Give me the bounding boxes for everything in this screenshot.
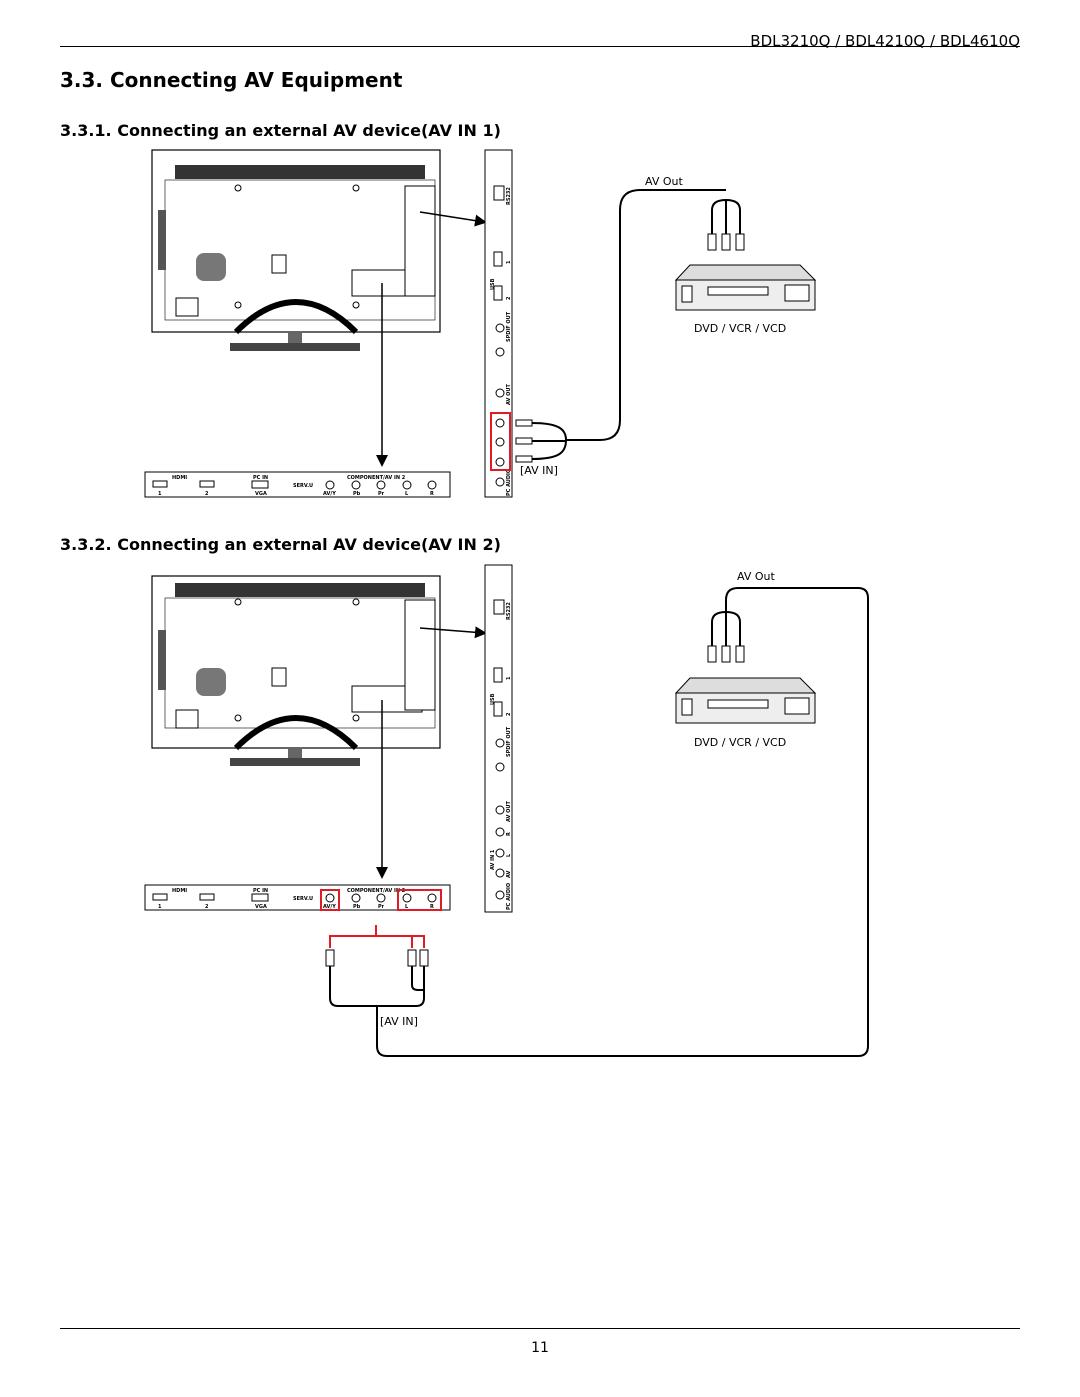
svg-text:COMPONENT/AV IN 2: COMPONENT/AV IN 2 <box>347 475 406 481</box>
svg-text:2: 2 <box>506 296 512 300</box>
svg-text:PC IN: PC IN <box>253 475 268 481</box>
bottom-connector-panel: HDMI 1 2 PC IN VGA SERV.U COMPONENT/AV I… <box>144 471 451 498</box>
svg-text:VGA: VGA <box>255 491 267 497</box>
tv-back-panel <box>151 149 441 351</box>
svg-text:AV IN 1: AV IN 1 <box>490 849 496 870</box>
dvd-player <box>674 264 817 311</box>
svg-text:PC AUDIO: PC AUDIO <box>506 469 512 496</box>
svg-text:R: R <box>430 491 434 497</box>
svg-text:R: R <box>430 904 434 910</box>
svg-text:AV OUT: AV OUT <box>506 801 512 822</box>
diagram-av-in-2: HDMI 1 2 PC IN VGA SERV.U COMPONENT/AV I… <box>144 564 869 1057</box>
svg-text:SPDIF OUT: SPDIF OUT <box>506 726 512 757</box>
device-label: DVD / VCR / VCD <box>694 736 786 749</box>
svg-text:Pr: Pr <box>378 491 385 497</box>
footer-rule <box>60 1328 1020 1329</box>
svg-text:VGA: VGA <box>255 904 267 910</box>
side-connector-panel: RS232 USB 1 2 SPDIF OUT AV OUT PC AUDIO <box>484 149 513 498</box>
svg-text:USB: USB <box>490 693 496 705</box>
svg-text:HDMI: HDMI <box>172 888 187 894</box>
svg-text:2: 2 <box>506 712 512 716</box>
tv-back-panel <box>151 575 441 766</box>
header-model-list: BDL3210Q / BDL4210Q / BDL4610Q <box>750 32 1020 50</box>
av-in-label: [AV IN] <box>380 1015 418 1028</box>
svg-text:AV/Y: AV/Y <box>323 491 336 497</box>
subsection-title-av-in-2: 3.3.2. Connecting an external AV device(… <box>60 535 501 554</box>
svg-text:COMPONENT/AV IN 2: COMPONENT/AV IN 2 <box>347 888 406 894</box>
svg-text:SERV.U: SERV.U <box>293 483 313 489</box>
svg-text:Pr: Pr <box>378 904 385 910</box>
svg-text:AV OUT: AV OUT <box>506 384 512 405</box>
device-label: DVD / VCR / VCD <box>694 322 786 335</box>
audio-lr-highlight <box>397 889 442 911</box>
rca-plugs-dvd <box>700 189 745 251</box>
svg-text:Pb: Pb <box>353 491 361 497</box>
svg-text:PC AUDIO: PC AUDIO <box>506 883 512 910</box>
rca-cable-av-in-2 <box>325 587 869 1057</box>
svg-text:AV: AV <box>506 870 512 878</box>
svg-text:RS232: RS232 <box>506 602 512 620</box>
av-y-highlight <box>320 889 340 911</box>
svg-text:L: L <box>405 904 409 910</box>
svg-text:2: 2 <box>205 491 209 497</box>
page-number: 11 <box>531 1340 549 1356</box>
av-out-label: AV Out <box>645 175 683 188</box>
svg-text:RS232: RS232 <box>506 187 512 205</box>
bottom-connector-panel: HDMI 1 2 PC IN VGA SERV.U COMPONENT/AV I… <box>144 884 451 911</box>
side-connector-panel: RS232 USB 1 2 SPDIF OUT AV OUT AV IN 1 R… <box>484 564 513 913</box>
svg-text:1: 1 <box>158 904 162 910</box>
svg-text:R: R <box>506 832 512 836</box>
section-title: 3.3. Connecting AV Equipment <box>60 68 403 92</box>
svg-text:SERV.U: SERV.U <box>293 896 313 902</box>
svg-text:Pb: Pb <box>353 904 361 910</box>
svg-text:SPDIF OUT: SPDIF OUT <box>506 311 512 342</box>
av-in-label: [AV IN] <box>520 464 558 477</box>
svg-text:USB: USB <box>490 278 496 290</box>
rca-cable-plugs <box>515 189 700 463</box>
svg-text:L: L <box>405 491 409 497</box>
svg-text:1: 1 <box>158 491 162 497</box>
header-rule <box>60 46 1020 47</box>
hdmi-label: HDMI <box>172 475 187 481</box>
svg-text:AV/Y: AV/Y <box>323 904 336 910</box>
diagram-av-in-1: HDMI 1 2 PC IN VGA SERV.U COMPONENT/AV I… <box>144 149 817 498</box>
rca-plugs-dvd <box>707 610 745 663</box>
svg-text:PC IN: PC IN <box>253 888 268 894</box>
svg-text:L: L <box>506 853 512 857</box>
svg-text:2: 2 <box>205 904 209 910</box>
subsection-title-av-in-1: 3.3.1. Connecting an external AV device(… <box>60 121 501 140</box>
svg-text:1: 1 <box>506 676 512 680</box>
dvd-player <box>674 677 817 724</box>
av-in-1-highlight <box>490 412 511 471</box>
svg-text:1: 1 <box>506 260 512 264</box>
av-out-label: AV Out <box>737 570 775 583</box>
